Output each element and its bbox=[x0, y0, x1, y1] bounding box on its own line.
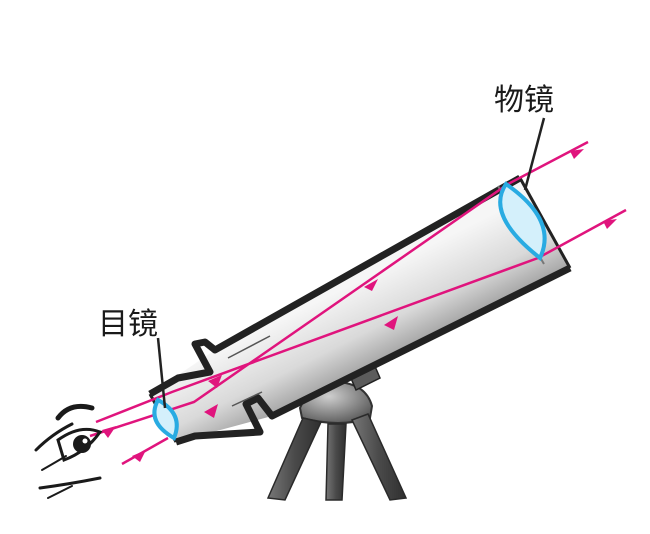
tripod-leg-right bbox=[350, 413, 408, 501]
light-ray-arrow bbox=[102, 426, 116, 438]
light-ray-arrow bbox=[132, 450, 146, 462]
tripod-leg-center bbox=[325, 423, 347, 501]
light-ray-lower bbox=[95, 208, 627, 424]
eyepiece-lens bbox=[152, 397, 179, 441]
light-ray-arrow bbox=[208, 375, 222, 388]
light-ray-upper bbox=[89, 140, 589, 438]
light-ray-arrows bbox=[102, 149, 617, 462]
light-ray-arrow bbox=[364, 279, 378, 291]
eyepiece-leader-line bbox=[156, 337, 167, 409]
light-ray-arrow bbox=[384, 316, 398, 330]
tube-body bbox=[150, 178, 570, 442]
eyepiece-label: 目镜 bbox=[98, 307, 158, 342]
tripod-leg-left bbox=[266, 417, 323, 501]
objective-leader-line bbox=[523, 117, 546, 191]
eyebrow bbox=[55, 403, 95, 421]
light-ray-arrow bbox=[204, 404, 218, 418]
light-ray-arrow bbox=[570, 149, 584, 159]
light-ray-arrow bbox=[603, 219, 617, 229]
objective-lens bbox=[498, 181, 547, 262]
eye-icon bbox=[34, 403, 103, 499]
objective-label: 物镜 bbox=[494, 83, 554, 118]
telescope-tube bbox=[148, 174, 572, 446]
